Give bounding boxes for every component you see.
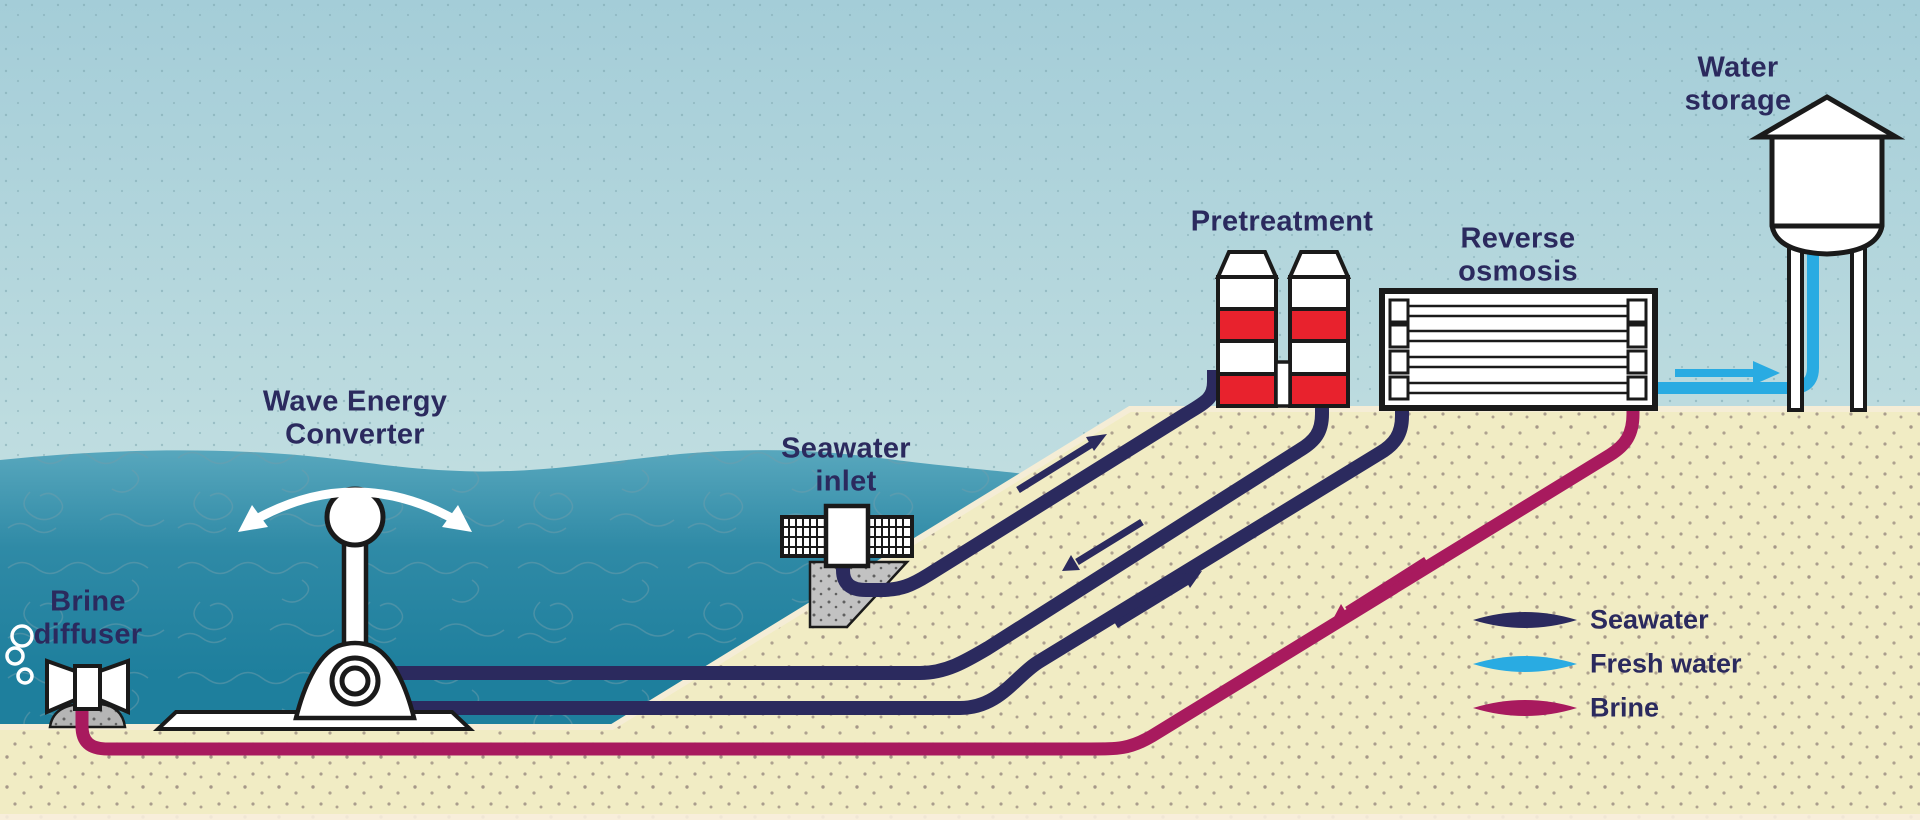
legend-swatch-fresh-water xyxy=(1473,656,1577,672)
inlet-screen-left xyxy=(780,515,828,558)
water-storage-tower xyxy=(1748,94,1906,412)
flow-arrow-seawater-down-to-converter xyxy=(1062,519,1144,571)
seawater-pipe-pretreatment-to-converter xyxy=(392,396,1329,680)
seawater-pipe-inlet-to-pretreatment xyxy=(836,370,1221,597)
legend-label-seawater: Seawater xyxy=(1590,604,1709,635)
ro-membrane-vessels xyxy=(1388,298,1648,401)
seawater-inlet-structure xyxy=(780,503,914,569)
legend-symbols xyxy=(1473,612,1577,716)
oscillation-arrow xyxy=(238,487,472,532)
legend-label-brine: Brine xyxy=(1590,692,1660,723)
brine-diffuser-structure xyxy=(45,658,130,716)
pretreatment-tanks xyxy=(1214,250,1352,408)
flow-arrow-brine-down xyxy=(1332,557,1428,621)
reverse-osmosis-unit xyxy=(1379,288,1658,411)
tower-tank xyxy=(1769,134,1885,257)
tank-connector xyxy=(1274,360,1292,408)
legend-swatch-brine xyxy=(1473,700,1577,716)
flow-arrow-fresh-water-right xyxy=(1675,361,1780,385)
legend-label-fresh-water: Fresh water xyxy=(1590,648,1742,679)
label-pretreatment: Pretreatment xyxy=(1190,205,1374,238)
converter-hinge-inner xyxy=(339,665,371,697)
bottom-edge xyxy=(0,814,1920,820)
label-water-storage: Water storage xyxy=(1684,51,1792,117)
inlet-screen-right xyxy=(866,515,914,558)
tower-leg-left xyxy=(1787,246,1804,412)
flow-arrow-seawater-up-to-pretreatment xyxy=(1016,434,1107,493)
pretreatment-tank-2 xyxy=(1286,250,1352,408)
label-reverse-osmosis: Reverse osmosis xyxy=(1458,222,1578,288)
legend-swatch-seawater xyxy=(1473,612,1577,628)
diffuser-body xyxy=(73,664,102,711)
flow-arrow-seawater-up-to-ro xyxy=(1114,571,1202,628)
label-wave-energy-converter: Wave Energy Converter xyxy=(262,385,448,451)
label-brine-diffuser: Brine diffuser xyxy=(33,585,143,651)
tower-roof xyxy=(1748,94,1906,140)
pretreatment-tank-1 xyxy=(1214,250,1280,408)
diffuser-bubbles xyxy=(5,624,34,685)
seawater-pipe-converter-to-reverse-osmosis xyxy=(392,396,1409,715)
label-seawater-inlet: Seawater inlet xyxy=(781,432,911,498)
brine-pipe-ro-to-diffuser xyxy=(75,396,1640,756)
wave-energy-converter xyxy=(152,486,476,731)
tower-leg-right xyxy=(1850,246,1867,412)
inlet-housing xyxy=(823,503,871,569)
